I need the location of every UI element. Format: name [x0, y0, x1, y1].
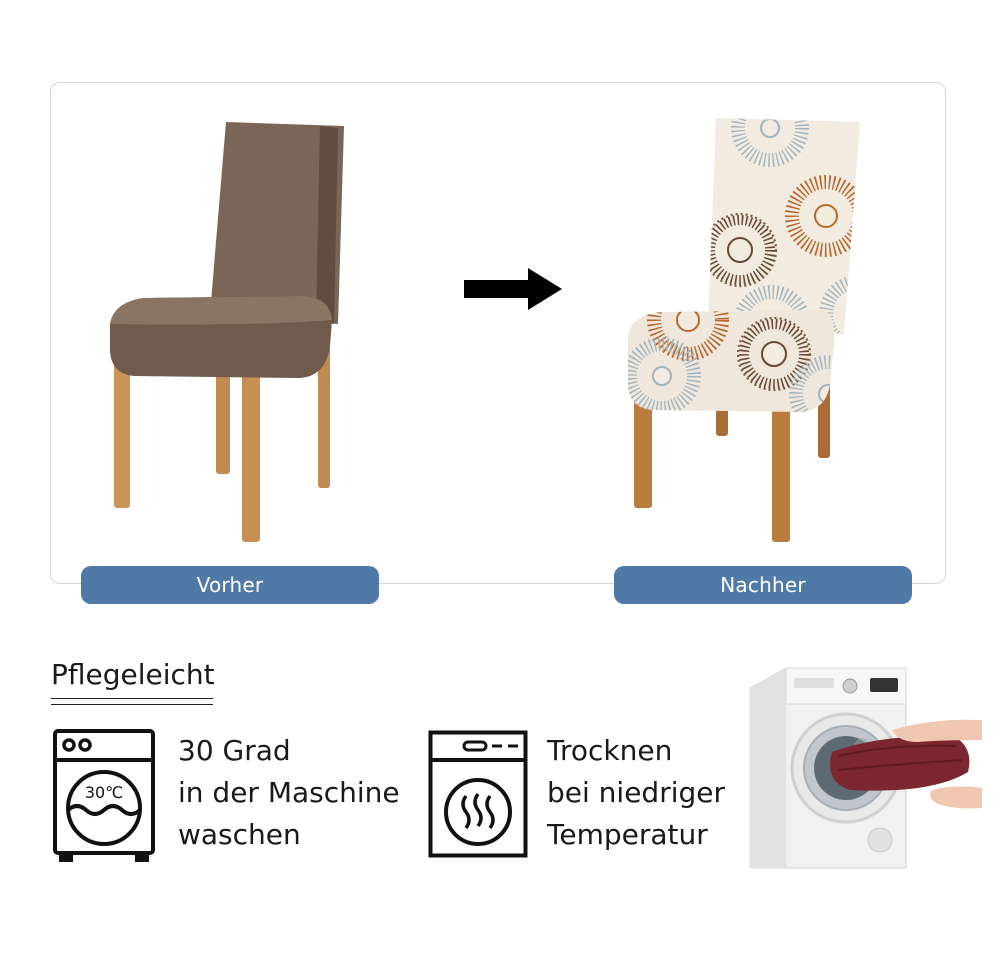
dry-line-1: Trocknen	[547, 734, 673, 767]
wash-temperature-label: 30℃	[85, 783, 123, 802]
chair-after-image	[628, 118, 860, 542]
wash-line-3: waschen	[178, 818, 301, 851]
care-title: Pflegeleicht	[51, 658, 215, 691]
wash-line-2: in der Maschine	[178, 776, 400, 809]
arrow-right-icon	[464, 268, 562, 310]
washing-machine-30-icon: 30℃	[53, 729, 155, 862]
after-label: Nachher	[614, 566, 912, 604]
before-label: Vorher	[81, 566, 379, 604]
dry-instructions: Trocknen bei niedriger Temperatur	[547, 730, 725, 856]
dry-line-2: bei niedriger	[547, 776, 726, 809]
care-title-underline	[51, 698, 213, 705]
tumble-dryer-low-heat-icon	[428, 730, 528, 858]
wash-line-1: 30 Grad	[178, 734, 291, 767]
washing-machine-photo	[749, 667, 982, 869]
chair-before-image	[110, 122, 344, 542]
wash-instructions: 30 Grad in der Maschine waschen	[178, 730, 400, 856]
dry-line-3: Temperatur	[547, 818, 708, 851]
